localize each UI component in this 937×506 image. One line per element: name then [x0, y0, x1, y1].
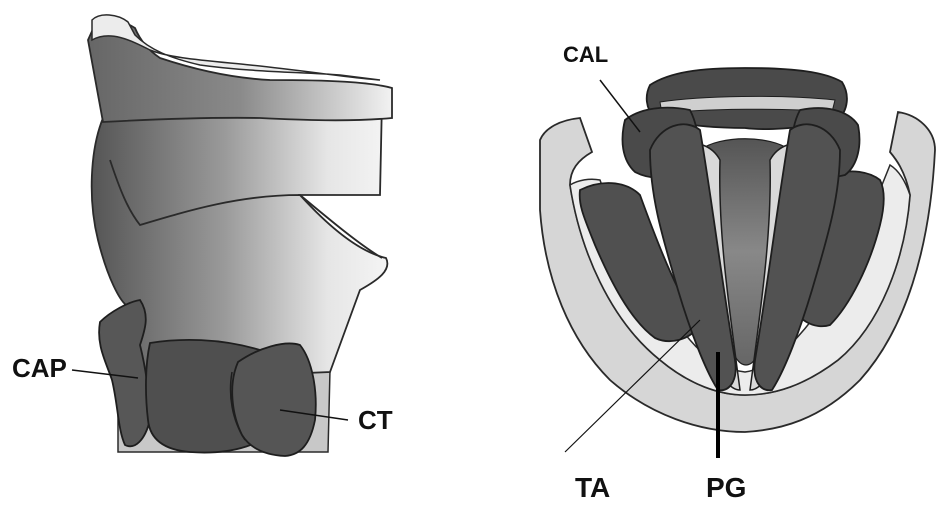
posterior-cricoarytenoid-muscle	[99, 300, 150, 446]
label-ta: TA	[575, 472, 610, 501]
label-ct: CT	[358, 405, 393, 435]
label-pg: PG	[706, 472, 746, 501]
label-cal: CAL	[563, 42, 608, 67]
label-cap: CAP	[12, 353, 67, 383]
left-larynx-figure: CAP CT	[12, 15, 393, 456]
cal-leader-line	[600, 80, 640, 132]
right-larynx-figure: CAL TA PG	[540, 42, 935, 501]
